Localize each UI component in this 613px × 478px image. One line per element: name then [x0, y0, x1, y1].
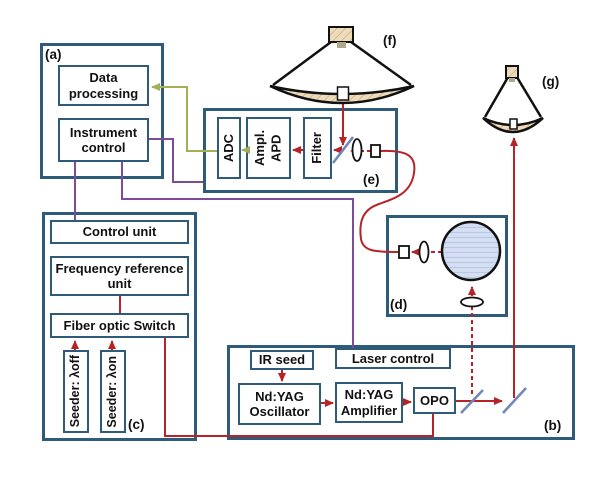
fiber-optic-switch-box: Fiber optic Switch — [50, 313, 189, 338]
frequency-reference-unit-label: Frequency reference unit — [55, 260, 184, 291]
data-processing-box: Data processing — [58, 65, 149, 106]
panel-g-label: (g) — [542, 74, 560, 89]
instrument-control-label: Instrument control — [69, 124, 138, 155]
telescope-f-secondary-icon — [328, 26, 354, 43]
opo-box: OPO — [413, 387, 456, 414]
telescope-f-aperture-icon — [336, 86, 350, 101]
ir-seed-label: IR seed — [258, 352, 306, 368]
panel-b-label: (b) — [544, 418, 562, 433]
opo-label: OPO — [420, 392, 449, 408]
telescope-g-mount-icon — [509, 78, 515, 82]
seeder-lambda-off-box: Seeder: λoff — [63, 350, 89, 433]
telescope-g — [482, 65, 544, 134]
seeder-lambda-on-box: Seeder: λon — [100, 350, 126, 433]
laser-control-box: Laser control — [335, 348, 451, 369]
panel-e-label: (e) — [363, 172, 380, 187]
telescope-g-secondary-icon — [505, 65, 519, 79]
telescope-g-primary-mirror-icon — [482, 116, 544, 134]
panel-f-label: (f) — [383, 33, 397, 48]
telescope-f-mount-icon — [337, 42, 346, 48]
seeder-lambda-on-label: Seeder: λon — [105, 355, 120, 428]
control-unit-label: Control unit — [82, 224, 157, 240]
panel-c-label: (c) — [128, 417, 145, 432]
apd-amplifier-label: Ampl. APD — [252, 129, 284, 167]
frequency-reference-unit-box: Frequency reference unit — [50, 256, 189, 296]
laser-control-label: Laser control — [351, 350, 435, 366]
ndyag-oscillator-box: Nd:YAG Oscillator — [238, 383, 321, 425]
adc-label: ADC — [220, 133, 236, 163]
filter-label: Filter — [309, 132, 325, 164]
data-processing-label: Data processing — [68, 70, 139, 101]
panel-a-label: (a) — [45, 47, 62, 62]
ir-seed-box: IR seed — [250, 350, 314, 370]
panel-d-label: (d) — [390, 297, 408, 312]
telescope-f-primary-mirror-icon — [269, 84, 415, 105]
telescope-g-aperture-icon — [509, 118, 518, 130]
apd-amplifier-box: Ampl. APD — [246, 117, 291, 179]
adc-box: ADC — [217, 117, 241, 179]
panel-d-integrating-sphere-unit — [386, 215, 508, 317]
ndyag-amplifier-label: Nd:YAG Amplifier — [340, 387, 398, 418]
ndyag-oscillator-label: Nd:YAG Oscillator — [249, 388, 310, 419]
ndyag-amplifier-box: Nd:YAG Amplifier — [335, 382, 403, 423]
seeder-lambda-off-label: Seeder: λoff — [68, 355, 83, 428]
filter-box: Filter — [303, 117, 332, 179]
instrument-control-box: Instrument control — [58, 118, 149, 162]
fiber-optic-switch-label: Fiber optic Switch — [63, 317, 176, 333]
control-unit-box: Control unit — [50, 220, 189, 244]
